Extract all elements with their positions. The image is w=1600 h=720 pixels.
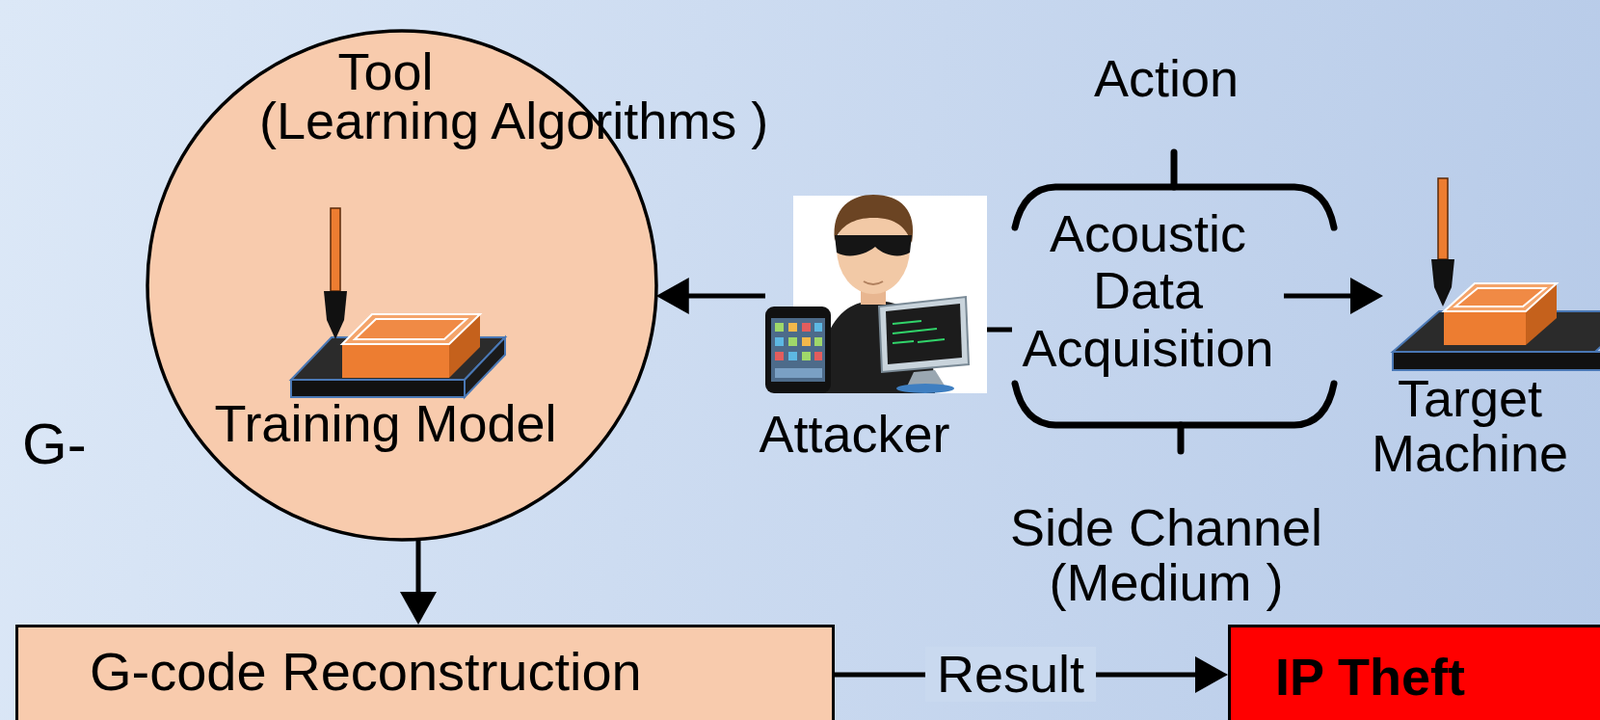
connector <box>656 277 766 315</box>
training-printer <box>291 208 506 398</box>
bracket <box>1014 152 1334 452</box>
attacker: Attacker <box>765 195 987 476</box>
acquisition-step: Acoustic Data Acquisition <box>1012 205 1284 377</box>
free-label: G- <box>22 413 87 475</box>
node-text-wrap: Acoustic Data Acquisition <box>1012 205 1284 377</box>
connector <box>1283 277 1384 315</box>
node-text: Training Model <box>145 396 626 452</box>
free-label: Side Channel (Medium ) <box>992 500 1340 610</box>
node-text: Tool <box>145 44 626 100</box>
node-text-wrap: Target Machine <box>1363 371 1576 480</box>
target-machine: Target Machine <box>1383 173 1586 502</box>
node-text: (Learning Algorithms ) <box>259 93 568 149</box>
node-text: IP Theft <box>1275 649 1466 705</box>
node-text-wrap: Training Model <box>145 396 626 452</box>
free-label-wrap: Action <box>1089 51 1244 107</box>
connector <box>986 329 1013 331</box>
node-text-wrap: IP Theft <box>1275 649 1466 705</box>
node-text-wrap: Attacker <box>745 406 964 462</box>
free-label: Action <box>1089 51 1244 107</box>
node-text-wrap: Tool <box>145 44 626 100</box>
attacker-picture <box>765 194 987 394</box>
result-box: IP Theft <box>1227 624 1600 720</box>
node-text: Acoustic Data Acquisition <box>1012 205 1284 377</box>
node-text-wrap: (Learning Algorithms ) <box>259 93 568 149</box>
connector <box>400 538 437 625</box>
free-label-wrap: G- <box>22 413 87 475</box>
free-label-wrap: Side Channel (Medium ) <box>992 500 1340 610</box>
node-text: Attacker <box>745 406 964 462</box>
node-text: G-code Reconstruction <box>89 643 642 701</box>
process-box: G-code Reconstruction <box>15 624 835 720</box>
node-text: Target Machine <box>1363 371 1576 480</box>
node-text-wrap: G-code Reconstruction <box>89 643 642 701</box>
target-printer <box>1392 178 1600 371</box>
edge-label-wrap: Result <box>925 646 1096 702</box>
edge-label: Result <box>925 646 1096 702</box>
tool-circle: Tool(Learning Algorithms ) Training Model <box>145 28 659 542</box>
